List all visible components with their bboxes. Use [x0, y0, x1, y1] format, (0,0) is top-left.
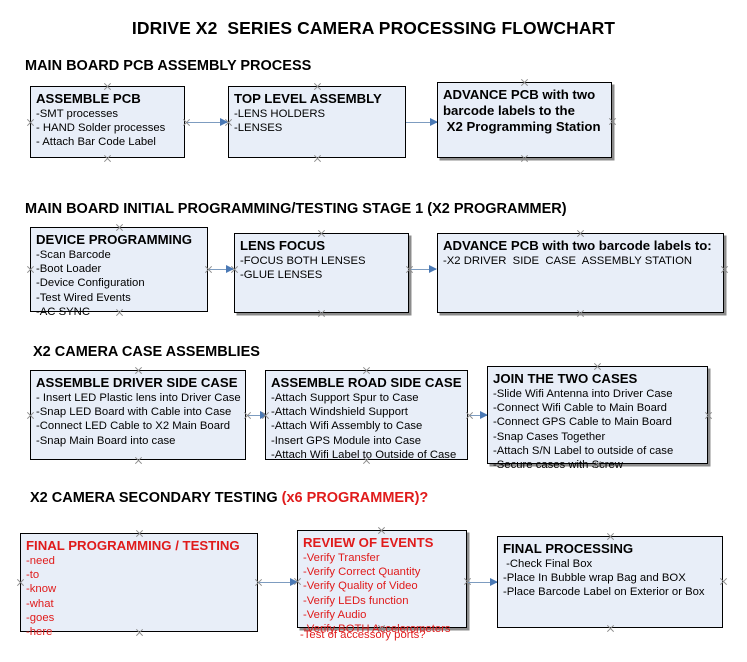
- connector-arrow: [259, 578, 298, 586]
- box-line: - HAND Solder processes: [36, 122, 166, 135]
- section-heading-1: MAIN BOARD PCB ASSEMBLY PROCESS: [25, 58, 312, 74]
- box-join-the-two-cases[interactable]: JOIN THE TWO CASES -Slide Wifi Antenna i…: [487, 366, 708, 471]
- box-title-cont: X2 Programming Station: [443, 119, 601, 134]
- box-line: -LENSES: [234, 122, 283, 135]
- box-title: TOP LEVEL ASSEMBLY: [234, 91, 382, 106]
- box-line: -SMT processes: [36, 108, 119, 120]
- box-line: -what: [26, 597, 54, 610]
- box-line: -goes: [26, 611, 55, 624]
- box-lens-focus[interactable]: LENS FOCUS -FOCUS BOTH LENSES -GLUE LENS…: [234, 233, 409, 313]
- section-heading-2: MAIN BOARD INITIAL PROGRAMMING/TESTING S…: [25, 201, 567, 217]
- box-final-processing[interactable]: FINAL PROCESSING -Check Final Box -Place…: [497, 536, 723, 628]
- connector-arrow: [406, 118, 438, 126]
- box-line: -Attach Wifi Assembly to Case: [271, 420, 423, 433]
- connector-arrow: [411, 265, 437, 273]
- box-line: -need: [26, 555, 55, 567]
- box-title: LENS FOCUS: [240, 238, 325, 253]
- box-review-of-events[interactable]: REVIEW OF EVENTS -Verify Transfer -Verif…: [297, 530, 467, 635]
- connector-arrow: [247, 411, 268, 419]
- box-line: -Test Wired Events: [36, 291, 131, 304]
- box-line: -Verify Quality of Video: [303, 580, 418, 593]
- box-device-programming[interactable]: DEVICE PROGRAMMING -Scan Barcode -Boot L…: [30, 227, 208, 318]
- box-line: -here: [26, 626, 53, 639]
- box-final-programming-testing[interactable]: FINAL PROGRAMMING / TESTING -need -to -k…: [20, 533, 258, 638]
- box-line: -Verify BOTH Accelerometers: [303, 623, 451, 636]
- box-title: ASSEMBLE PCB: [36, 91, 141, 106]
- box-line: -X2 DRIVER SIDE CASE ASSEMBLY STATION: [443, 255, 693, 267]
- box-line: -GLUE LENSES: [240, 269, 323, 282]
- box-title: FINAL PROCESSING: [503, 541, 634, 556]
- box-line: - Attach Bar Code Label: [36, 136, 156, 149]
- box-assemble-pcb[interactable]: ASSEMBLE PCB -SMT processes - HAND Solde…: [30, 86, 185, 158]
- section-heading-4: X2 CAMERA SECONDARY TESTING (x6 PROGRAMM…: [30, 490, 428, 506]
- box-title: FINAL PROGRAMMING / TESTING: [26, 538, 240, 553]
- box-line: -Secure cases with Screw: [493, 459, 623, 472]
- section-heading-4-accent: (x6 PROGRAMMER)?: [281, 490, 429, 506]
- box-line: -Verify LEDs function: [303, 594, 409, 607]
- box-line: -Snap LED Board with Cable into Case: [36, 406, 232, 419]
- connector-arrow: [186, 118, 228, 126]
- box-line: -Snap Cases Together: [493, 430, 606, 443]
- box-line: -to: [26, 569, 40, 582]
- box-title: ASSEMBLE ROAD SIDE CASE: [271, 375, 462, 390]
- box-title: ADVANCE PCB with two barcode labels to:: [443, 238, 712, 253]
- box-line: -Attach Wifi Label to Outside of Case: [271, 448, 457, 461]
- box-title: ASSEMBLE DRIVER SIDE CASE: [36, 375, 238, 390]
- box-line: -Insert GPS Module into Case: [271, 434, 422, 447]
- box-assemble-road-side-case[interactable]: ASSEMBLE ROAD SIDE CASE -Attach Support …: [265, 370, 468, 461]
- box-assemble-driver-side-case[interactable]: ASSEMBLE DRIVER SIDE CASE - Insert LED P…: [30, 370, 246, 460]
- box-line: -Attach Windshield Support: [271, 406, 408, 419]
- box-line: -FOCUS BOTH LENSES: [240, 255, 366, 267]
- box-overflow-line: -Test of accessory ports?: [300, 629, 426, 641]
- box-line: -Verify Correct Quantity: [303, 566, 421, 579]
- connector-arrow: [468, 578, 498, 586]
- box-line: -know: [26, 583, 57, 596]
- box-line: -Verify Transfer: [303, 552, 380, 564]
- box-line: -Place In Bubble wrap Bag and BOX: [503, 572, 686, 585]
- box-line: - Insert LED Plastic lens into Driver Ca…: [36, 392, 241, 404]
- box-line: -Slide Wifi Antenna into Driver Case: [493, 388, 673, 400]
- box-title-cont: barcode labels to the: [443, 103, 575, 118]
- section-heading-4-text: X2 CAMERA SECONDARY TESTING: [30, 490, 282, 506]
- box-line: -Attach S/N Label to outside of case: [493, 444, 674, 457]
- box-advance-pcb-driver-side[interactable]: ADVANCE PCB with two barcode labels to: …: [437, 233, 724, 313]
- box-line: -Snap Main Board into case: [36, 434, 176, 447]
- connector-arrow: [469, 411, 488, 419]
- connector-arrow: [208, 265, 234, 273]
- box-line: -Attach Support Spur to Case: [271, 392, 419, 404]
- box-advance-pcb-programming-station[interactable]: ADVANCE PCB with two barcode labels to t…: [437, 82, 612, 158]
- box-title: JOIN THE TWO CASES: [493, 371, 638, 386]
- box-line: -Connect LED Cable to X2 Main Board: [36, 420, 231, 433]
- box-line: -Check Final Box: [503, 558, 593, 570]
- box-line: -Verify Audio: [303, 608, 367, 621]
- box-title: REVIEW OF EVENTS: [303, 535, 434, 550]
- box-line: -Boot Loader: [36, 263, 102, 276]
- page-title: IDRIVE X2 SERIES CAMERA PROCESSING FLOWC…: [131, 18, 616, 38]
- box-line: -LENS HOLDERS: [234, 108, 326, 120]
- box-title: ADVANCE PCB with two: [443, 87, 596, 102]
- box-line: -AC SYNC: [36, 305, 90, 318]
- box-line: -Connect Wifi Cable to Main Board: [493, 402, 667, 415]
- box-top-level-assembly[interactable]: TOP LEVEL ASSEMBLY -LENS HOLDERS -LENSES: [228, 86, 406, 158]
- box-line: -Place Barcode Label on Exterior or Box: [503, 586, 705, 599]
- section-heading-3: X2 CAMERA CASE ASSEMBLIES: [33, 344, 260, 360]
- box-line: -Connect GPS Cable to Main Board: [493, 416, 672, 429]
- box-line: -Device Configuration: [36, 277, 145, 290]
- box-line: -Scan Barcode: [36, 249, 111, 261]
- box-title: DEVICE PROGRAMMING: [36, 232, 193, 247]
